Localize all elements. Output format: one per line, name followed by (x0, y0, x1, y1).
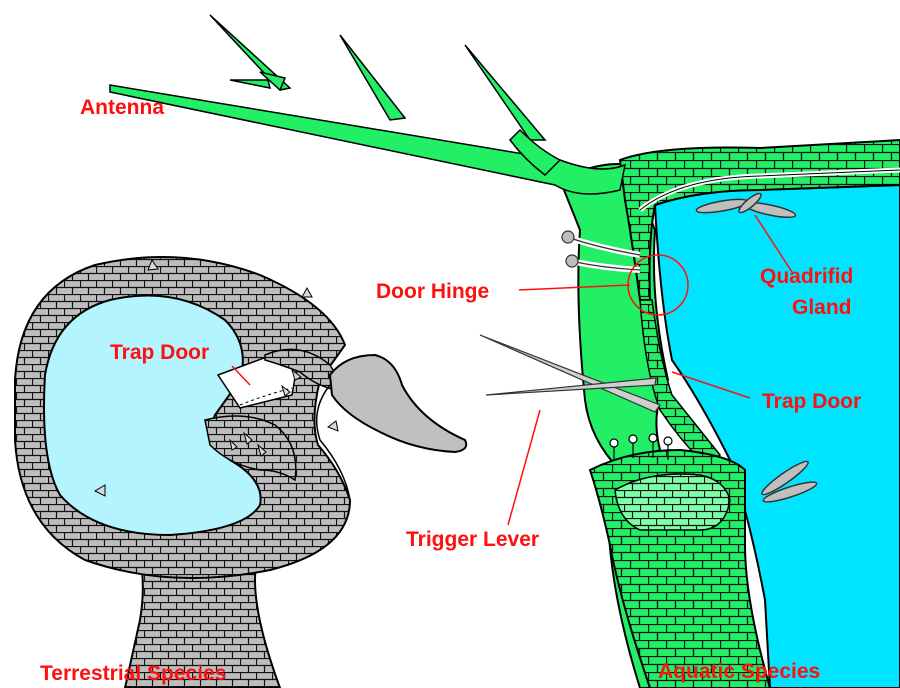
label-antenna: Antenna (80, 96, 164, 119)
antenna (110, 15, 625, 194)
label-quadrifid-line2: Gland (792, 296, 852, 319)
aquatic-inner-base (615, 474, 730, 530)
terrestrial-trap (15, 257, 466, 688)
label-door-hinge: Door Hinge (376, 280, 489, 303)
label-trigger-lever: Trigger Lever (406, 528, 539, 551)
label-terrestrial-species: Terrestrial Species (40, 662, 226, 685)
label-trap-door-right: Trap Door (762, 390, 861, 413)
label-aquatic-species: Aquatic Species (658, 660, 820, 683)
label-trap-door-left: Trap Door (110, 341, 209, 364)
aquatic-trap (480, 140, 900, 688)
label-quadrifid-line1: Quadrifid (760, 265, 853, 288)
terrestrial-appendage (330, 355, 466, 452)
